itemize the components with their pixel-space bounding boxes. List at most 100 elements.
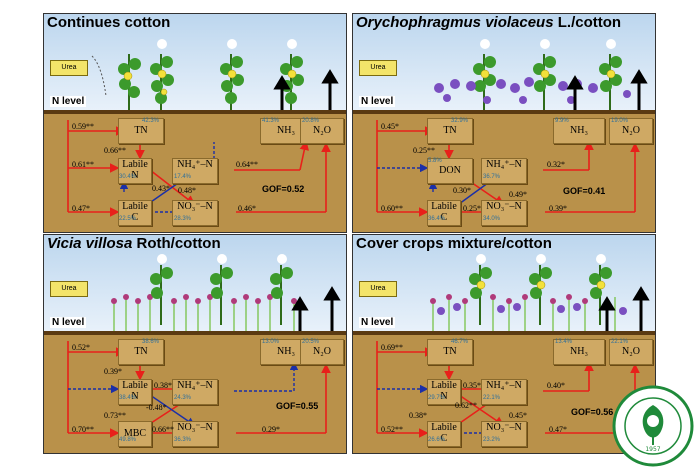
crop-illustration	[91, 39, 339, 110]
gof-value: GOF=0.55	[276, 401, 319, 411]
labile-c-pct: 26.6%	[428, 437, 446, 443]
labile-c-box: Labile C	[427, 421, 461, 447]
labile-n-pct: 38.4%	[119, 395, 137, 401]
labile-n-pct: 29.7%	[428, 395, 446, 401]
n-level-label: N level	[359, 317, 396, 328]
don-pct: 5.8%	[428, 158, 442, 164]
coef-tn: 0.59**	[72, 122, 94, 131]
panel-title: Vicia villosa Roth/cotton	[47, 235, 221, 252]
no3-box: NO₃⁻–N	[172, 200, 218, 226]
panel-cover-crops-mixture: Cover crops mixture/cotton Urea N level …	[352, 234, 656, 454]
no3-box: NO₃⁻–N	[481, 200, 527, 226]
coef-labile-nh4: 0.38*	[154, 381, 172, 390]
coef-mbc: 0.70**	[72, 425, 94, 434]
coef-nh4-nh3: 0.64**	[236, 160, 258, 169]
gof-value: GOF=0.41	[563, 186, 606, 196]
nh3-box: NH₃	[553, 118, 605, 144]
tn-pct: 32.9%	[451, 118, 469, 124]
nh3-pct: 41.3%	[262, 118, 280, 124]
gof-value: GOF=0.56	[571, 407, 614, 417]
nh3-pct: 13.0%	[262, 339, 280, 345]
tn-pct: 46.7%	[451, 339, 469, 345]
n-level-label: N level	[50, 96, 87, 107]
panel-title: Orychophragmus violaceus L./cotton	[356, 14, 622, 31]
coef-labile-c: 0.60**	[381, 204, 403, 213]
soil-surface	[353, 331, 655, 335]
nh3-pct: 13.4%	[555, 339, 573, 345]
no3-box: NO₃⁻–N	[172, 421, 218, 447]
don-box: DON	[427, 158, 473, 184]
tn-box: TN	[118, 339, 164, 365]
labile-n-box: Labile N	[118, 379, 152, 405]
coef-no3-n2o: 0.47*	[549, 425, 567, 434]
panel-title: Cover crops mixture/cotton	[356, 235, 552, 252]
coef-cross-2: 0.73**	[104, 411, 126, 420]
no3-pct: 36.3%	[174, 437, 192, 443]
crop-illustration	[434, 39, 648, 110]
panel-vicia-villosa: Vicia villosa Roth/cotton Urea N level T…	[43, 234, 347, 454]
nh4-pct: 17.4%	[174, 174, 192, 180]
n2o-pct: 19.0%	[611, 118, 629, 124]
stamp-year: 1957	[645, 446, 660, 453]
coef-cross-1: -0.48*	[146, 403, 167, 412]
mbc-pct: 49.8%	[119, 437, 137, 443]
coef-labile-c: 0.47*	[72, 204, 90, 213]
panel-orychophragmus: Orychophragmus violaceus L./cotton Urea …	[352, 13, 656, 233]
nh4-box: NH₄⁺–N	[172, 379, 218, 405]
soil-surface	[44, 110, 346, 114]
n-level-label: N level	[359, 96, 396, 107]
soil-surface	[44, 331, 346, 335]
coef-no3-n2o: 0.46*	[238, 204, 256, 213]
n2o-box: N₂O	[609, 339, 653, 365]
urea-label: Urea	[359, 60, 397, 76]
nh4-box: NH₄⁺–N	[172, 158, 218, 184]
panel-continues-cotton: Continues cotton Urea N level TN Labile …	[43, 13, 347, 233]
coef-cross-2: 0.48*	[178, 186, 196, 195]
nh4-pct: 22.1%	[483, 395, 501, 401]
crop-illustration	[111, 254, 341, 331]
coef-no3-n2o: 0.29*	[262, 425, 280, 434]
labile-n-pct: 30.4%	[119, 174, 137, 180]
coef-tn: 0.69**	[381, 343, 403, 352]
coef-labile-c: 0.52**	[381, 425, 403, 434]
coef-nh4-nh3: 0.40*	[547, 381, 565, 390]
sky-area	[353, 14, 655, 110]
tn-box: TN	[427, 118, 473, 144]
n2o-pct: 22.1%	[611, 339, 629, 345]
no3-pct: 34.0%	[483, 216, 501, 222]
n2o-pct: 20.5%	[302, 339, 320, 345]
coef-tn-labile: 0.66**	[104, 146, 126, 155]
coef-cross-2: 0.38*	[409, 411, 427, 420]
arrow-layer	[376, 120, 640, 217]
coef-cross-3: 0.45*	[509, 411, 527, 420]
nh3-pct: 9.9%	[555, 118, 569, 124]
n-level-label: N level	[50, 317, 87, 328]
labile-n-box: Labile N	[427, 379, 461, 405]
coef-tn-don: 0.25**	[413, 146, 435, 155]
coef-no3-n2o: 0.39*	[549, 204, 567, 213]
nh4-box: NH₄⁺–N	[481, 158, 527, 184]
coef-tn-labile: 0.39*	[104, 367, 122, 376]
tn-box: TN	[118, 118, 164, 144]
tn-pct: 42.3%	[142, 118, 160, 124]
n2o-pct: 20.8%	[302, 118, 320, 124]
gof-value: GOF=0.52	[262, 184, 305, 194]
panel-title: Continues cotton	[47, 14, 171, 31]
no3-box: NO₃⁻–N	[481, 421, 527, 447]
labile-n-box: Labile N	[118, 158, 152, 184]
nh4-pct: 24.3%	[174, 395, 192, 401]
urea-label: Urea	[359, 281, 397, 297]
coef-labile-nh4: 0.35*	[463, 381, 481, 390]
coef-cross-1: 0.30*	[453, 186, 471, 195]
institute-logo-stamp: 1957	[612, 385, 694, 467]
coef-cross-1: 0.43*	[152, 184, 170, 193]
coef-cross-2: 0.49*	[509, 190, 527, 199]
coef-labile-no3: 0.25*	[463, 204, 481, 213]
n2o-box: N₂O	[609, 118, 653, 144]
no3-pct: 23.2%	[483, 437, 501, 443]
tn-box: TN	[427, 339, 473, 365]
labile-c-box: Labile C	[118, 200, 152, 226]
tn-pct: 38.6%	[142, 339, 160, 345]
sky-area	[44, 235, 346, 331]
urea-label: Urea	[50, 60, 88, 76]
